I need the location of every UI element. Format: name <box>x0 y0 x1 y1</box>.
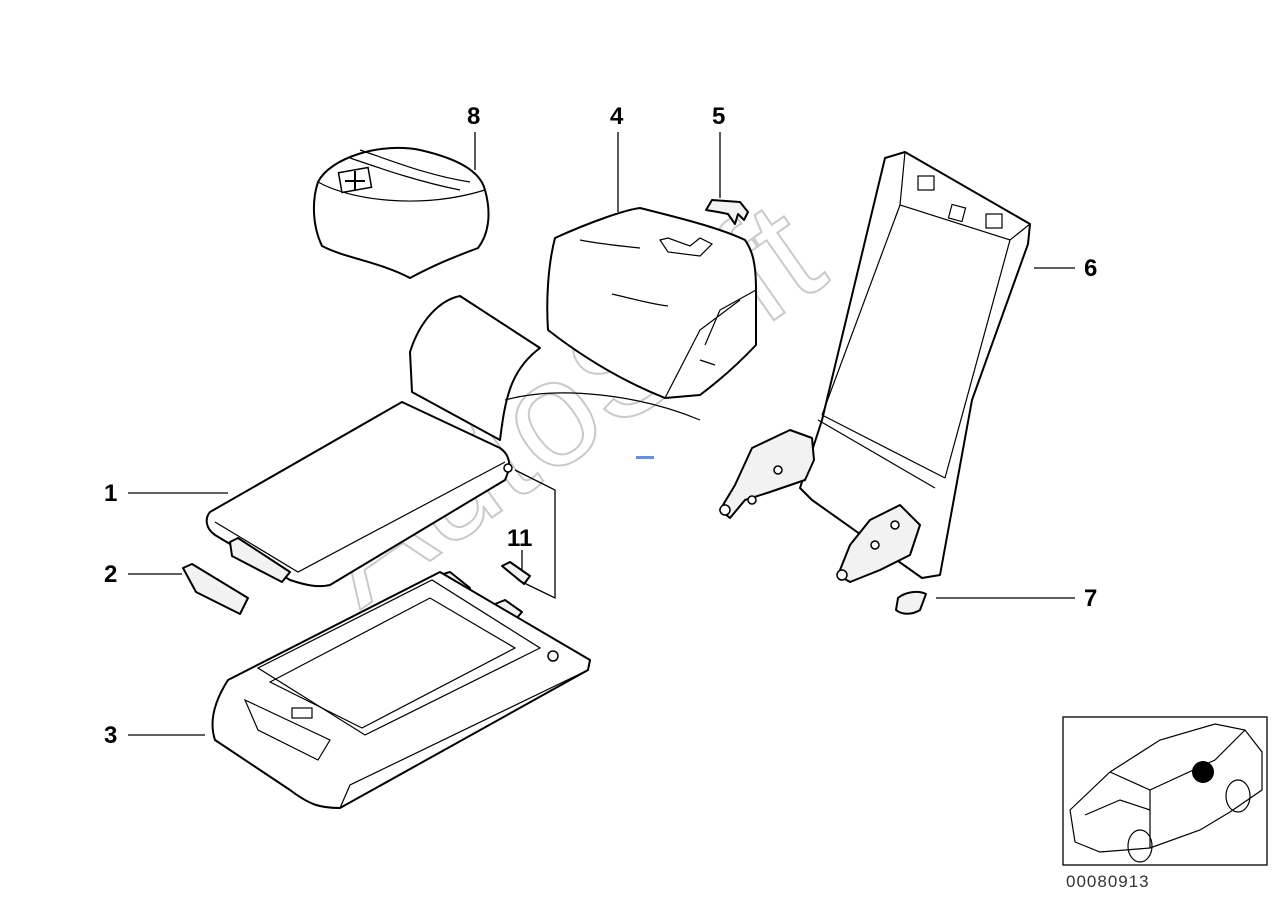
callout-11: 11 <box>507 525 532 552</box>
cross-icon <box>337 166 373 194</box>
marker-dash <box>636 456 654 459</box>
callout-1: 1 <box>104 480 117 507</box>
part-8-first-aid-kit[interactable] <box>312 146 490 279</box>
callout-6: 6 <box>1084 255 1097 282</box>
hinge-upper <box>719 429 815 519</box>
callout-4: 4 <box>610 103 624 130</box>
part-1-cushion[interactable] <box>205 401 513 588</box>
car-outline-icon <box>1069 723 1263 863</box>
vehicle-location-inset[interactable] <box>1062 716 1268 866</box>
leader-lines <box>128 132 1075 736</box>
callout-3: 3 <box>104 722 117 749</box>
part-2-strip[interactable] <box>182 537 291 615</box>
cushion-cover-wrap <box>409 295 701 441</box>
callout-7: 7 <box>1084 585 1097 612</box>
callout-8: 8 <box>467 103 480 130</box>
location-marker-icon <box>1192 761 1214 783</box>
part-7-cap[interactable] <box>895 590 927 615</box>
callout-2: 2 <box>104 561 117 588</box>
part-3-base-tray[interactable] <box>211 571 591 809</box>
part-6-armrest-frame[interactable] <box>719 151 1031 583</box>
part-5-clip[interactable] <box>705 199 749 225</box>
diagram-id: 00080913 <box>1066 872 1150 891</box>
part-4-cover[interactable] <box>546 207 757 399</box>
callout-5: 5 <box>712 103 725 130</box>
hinge-lower <box>836 504 921 583</box>
